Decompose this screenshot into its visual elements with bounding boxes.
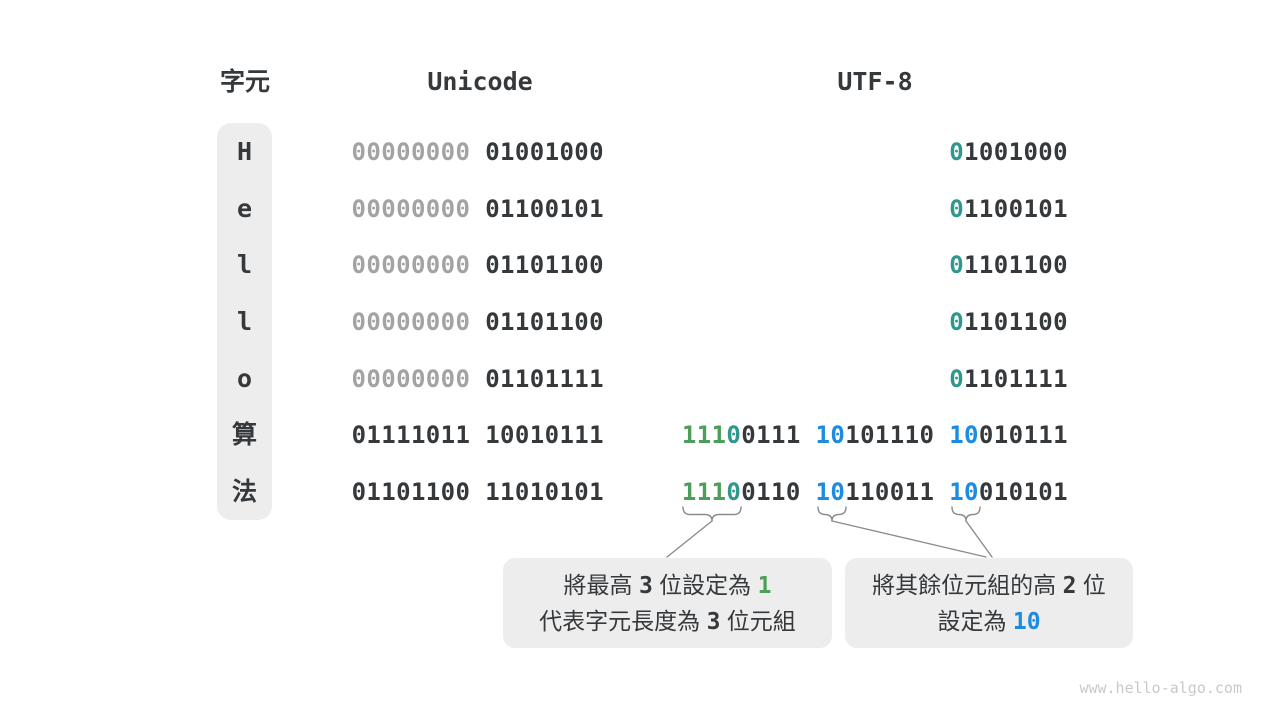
text-segment: 0: [949, 138, 965, 166]
unicode-binary: 00000000 01101100: [204, 249, 604, 281]
utf8-binary: 01100101: [668, 193, 1068, 225]
text-segment: 10: [815, 421, 846, 449]
text-segment: 1001000: [964, 138, 1068, 166]
text-segment: 0: [949, 251, 965, 279]
column-header-char: 字元: [219, 68, 270, 96]
unicode-binary: 01111011 10010111: [204, 419, 604, 451]
watermark: www.hello-algo.com: [1079, 679, 1242, 697]
callout-text-line: 將最高 3 位設定為 1: [564, 567, 772, 603]
callout-text-line: 設定為 10: [937, 603, 1040, 639]
text-segment: 0: [949, 365, 965, 393]
text-segment: 00000000: [351, 308, 486, 336]
text-segment: 將其餘位元組的高: [872, 572, 1063, 598]
text-segment: 1101100: [964, 308, 1068, 336]
text-segment: 將最高: [563, 572, 639, 598]
connector-line-10-byte3: [965, 520, 993, 558]
char-cell: l: [236, 250, 253, 279]
text-segment: 1: [757, 573, 772, 599]
utf8-binary: 11100110 10110011 10010101: [668, 476, 1068, 508]
connector-line-1110: [666, 520, 713, 558]
callout-text-line: 代表字元長度為 3 位元組: [539, 603, 796, 639]
utf8-binary: 01101100: [668, 249, 1068, 281]
char-cell: H: [236, 137, 253, 166]
text-segment: 2: [1062, 573, 1077, 599]
text-segment: 代表字元長度為: [539, 608, 707, 634]
underbrace-10-byte2: [817, 506, 847, 522]
utf8-binary: 11100111 10101110 10010111: [668, 419, 1068, 451]
text-segment: 10: [949, 478, 979, 506]
text-segment: 位元組: [720, 608, 796, 634]
text-segment: 01101111: [485, 365, 604, 393]
text-segment: 01111011 10010111: [351, 421, 604, 449]
text-segment: 010101: [978, 478, 1068, 506]
text-segment: 01101100 11010101: [351, 478, 604, 506]
unicode-binary: 01101100 11010101: [204, 476, 604, 508]
text-segment: 01101100: [485, 308, 604, 336]
text-segment: 010111: [978, 421, 1068, 449]
text-segment: 111: [681, 478, 727, 506]
underbrace-10-byte3: [951, 506, 981, 522]
text-segment: 10: [815, 478, 846, 506]
text-segment: 00000000: [351, 365, 486, 393]
callout-text-line: 將其餘位元組的高 2 位: [872, 567, 1106, 603]
char-cell: 法: [231, 477, 257, 506]
text-segment: 設定為: [937, 608, 1013, 634]
char-cell: l: [236, 307, 253, 336]
text-segment: 1101100: [964, 251, 1068, 279]
utf8-binary: 01101111: [668, 363, 1068, 395]
connector-line-10-byte2: [831, 520, 987, 558]
underbrace-1110: [682, 506, 742, 522]
text-segment: 3: [638, 573, 653, 599]
char-cell: o: [236, 364, 253, 393]
text-segment: 0: [726, 421, 742, 449]
unicode-binary: 00000000 01001000: [204, 136, 604, 168]
text-segment: 00000000: [351, 138, 486, 166]
unicode-binary: 00000000 01101100: [204, 306, 604, 338]
text-segment: 1100101: [964, 195, 1068, 223]
char-cell: 算: [231, 420, 257, 449]
text-segment: 01100101: [485, 195, 604, 223]
text-segment: 0110: [741, 478, 816, 506]
text-segment: 3: [706, 609, 721, 635]
text-segment: 111: [681, 421, 727, 449]
text-segment: 1101111: [964, 365, 1068, 393]
utf8-binary: 01101100: [668, 306, 1068, 338]
text-segment: 位: [1076, 572, 1106, 598]
text-segment: 0: [949, 308, 965, 336]
text-segment: 0111: [741, 421, 816, 449]
text-segment: 0: [949, 195, 965, 223]
column-header-utf8: UTF-8: [837, 67, 913, 96]
text-segment: 00000000: [351, 195, 486, 223]
text-segment: 101110: [845, 421, 950, 449]
text-segment: 位設定為: [652, 572, 758, 598]
unicode-binary: 00000000 01100101: [204, 193, 604, 225]
text-segment: 00000000: [351, 251, 486, 279]
text-segment: 01001000: [485, 138, 604, 166]
utf8-binary: 01001000: [668, 136, 1068, 168]
unicode-binary: 00000000 01101111: [204, 363, 604, 395]
text-segment: 01101100: [485, 251, 604, 279]
text-segment: 110011: [845, 478, 950, 506]
char-cell: e: [236, 194, 253, 223]
text-segment: 10: [1012, 609, 1041, 635]
character-column-pill: [217, 123, 272, 520]
text-segment: 10: [949, 421, 979, 449]
text-segment: 0: [726, 478, 742, 506]
column-header-unicode: Unicode: [427, 67, 533, 96]
callout-continuation-bits: 將其餘位元組的高 2 位設定為 10: [845, 558, 1133, 648]
